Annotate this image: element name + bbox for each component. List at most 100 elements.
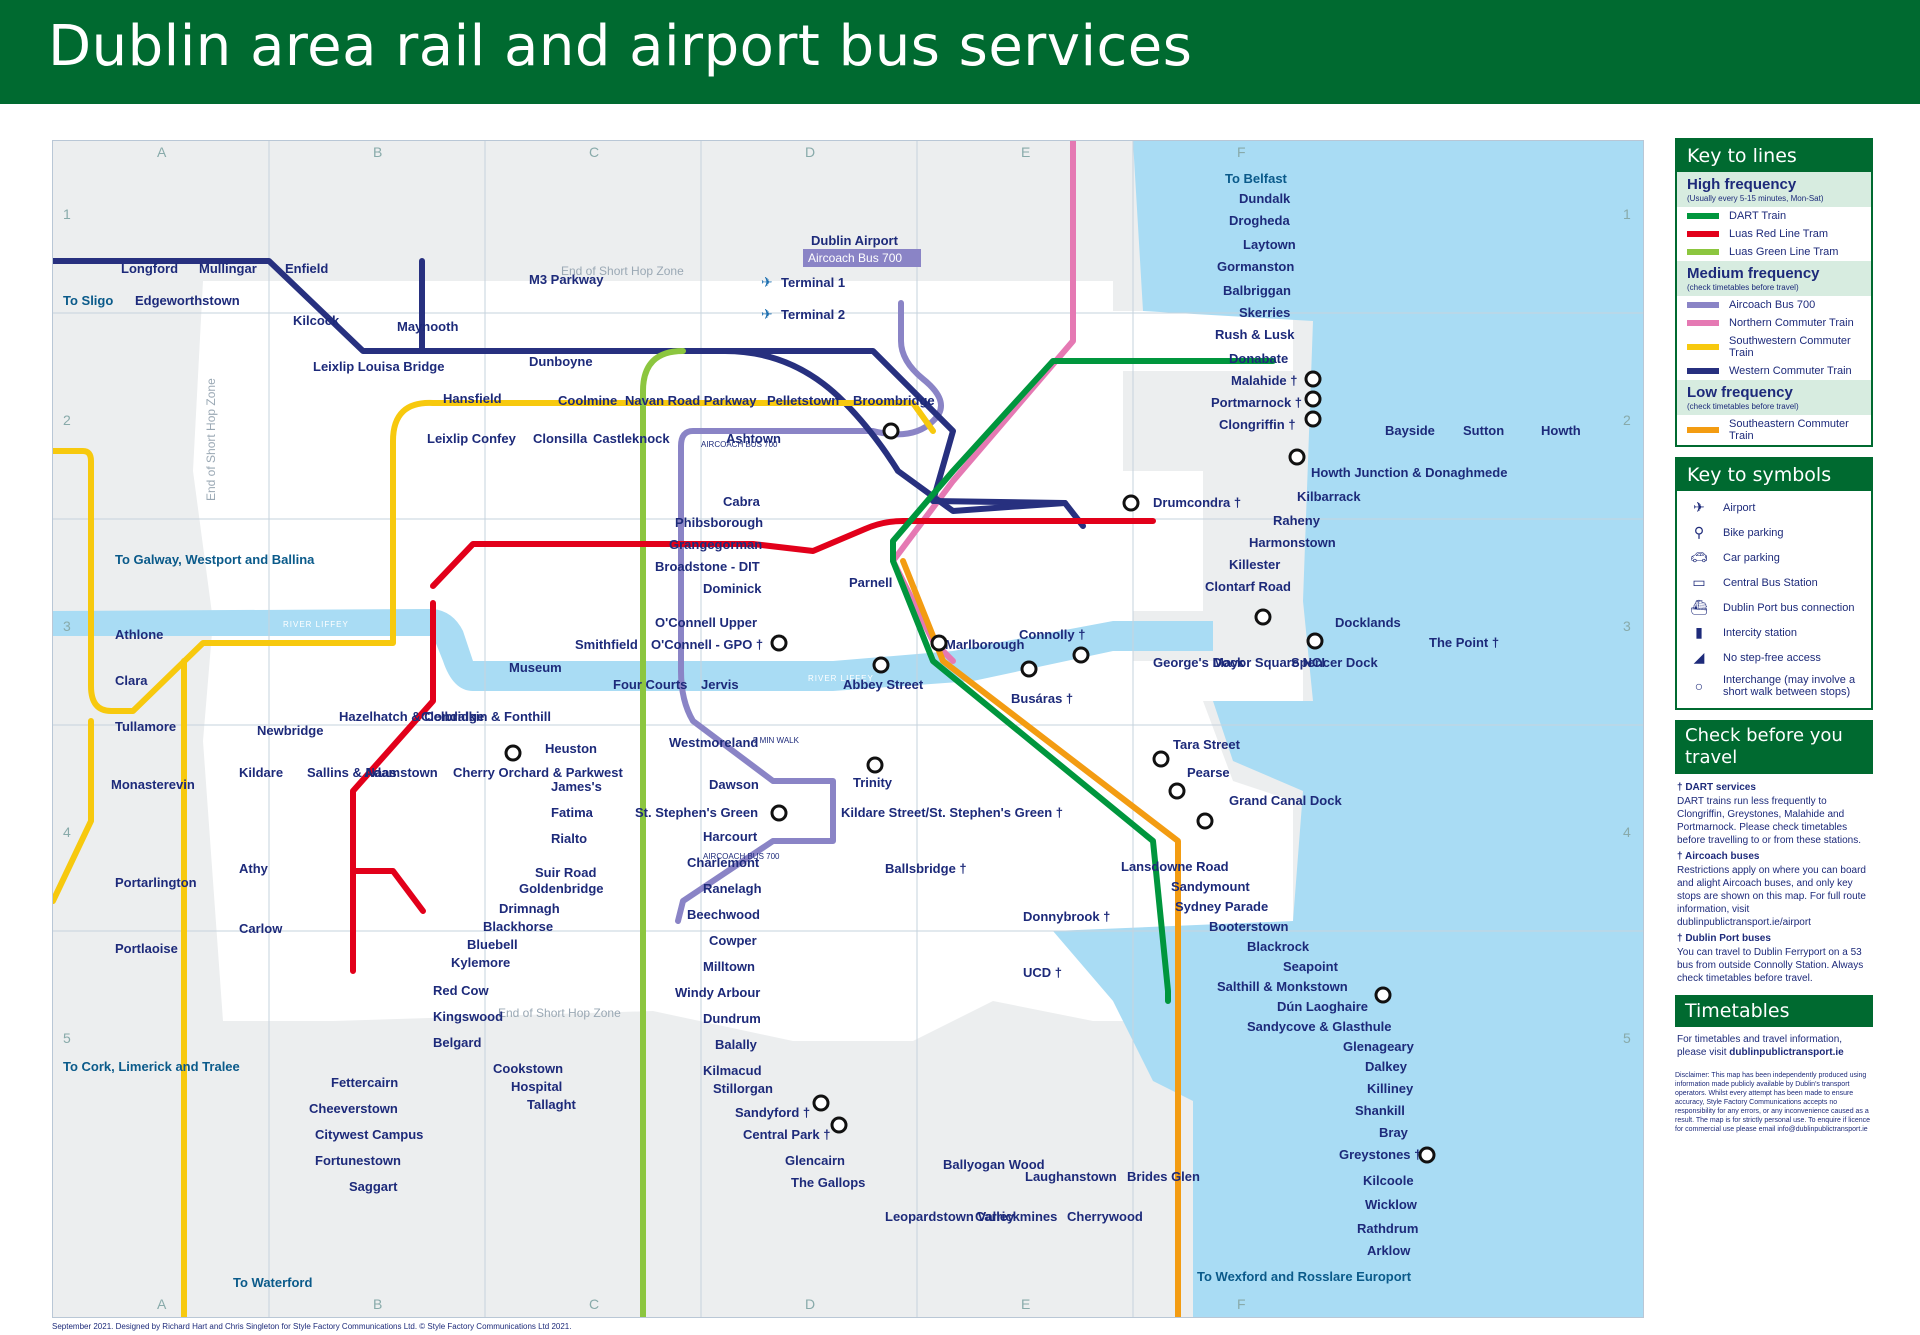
station-sydney-parade: Sydney Parade — [1175, 899, 1268, 914]
station-kildare-street: Kildare Street/St. Stephen's Green † — [841, 805, 1063, 820]
station-trinity: Trinity — [853, 775, 893, 790]
station-leixlip-louisa: Leixlip Louisa Bridge — [313, 359, 444, 374]
station-ballyogan: Ballyogan Wood — [943, 1157, 1045, 1172]
interchange-icon — [770, 634, 788, 652]
station-newbridge: Newbridge — [257, 723, 323, 738]
station-howth: Howth — [1541, 423, 1581, 438]
car-icon: 🚗︎ — [1690, 549, 1708, 565]
frequency-subheading: (check timetables before travel) — [1687, 402, 1799, 411]
station-ucd: UCD † — [1023, 965, 1062, 980]
station-cowper: Cowper — [709, 933, 757, 948]
station-portmarnock: Portmarnock † — [1211, 395, 1302, 410]
station-killester: Killester — [1229, 557, 1280, 572]
station-cherrywood: Cherrywood — [1067, 1209, 1143, 1224]
key-line-row: Luas Green Line Tram — [1677, 243, 1871, 261]
frequency-subheading: (check timetables before travel) — [1687, 283, 1799, 292]
station-kilcock: Kilcock — [293, 313, 340, 328]
interchange-markers — [504, 370, 1436, 1164]
no-step-icon: ◢ — [1693, 649, 1705, 665]
station-fortunestown: Fortunestown — [315, 1153, 401, 1168]
note-heading: † Dublin Port buses — [1677, 933, 1771, 944]
station-sandycove: Sandycove & Glasthule — [1247, 1019, 1392, 1034]
station-monasterevin: Monasterevin — [111, 777, 195, 792]
station-to-galway: To Galway, Westport and Ballina — [115, 552, 315, 567]
station-cheeverstown: Cheeverstown — [309, 1101, 398, 1116]
note-body: You can travel to Dublin Ferryport on a … — [1677, 947, 1864, 984]
airport-bus-label: Aircoach Bus 700 — [808, 251, 902, 265]
bike-icon: ⚲ — [1693, 524, 1705, 540]
key-line-label: Western Commuter Train — [1729, 365, 1852, 377]
grid-col-label: B — [373, 144, 382, 160]
station-dominick: Dominick — [703, 581, 762, 596]
line-dart — [890, 358, 1276, 1004]
station-rathdrum: Rathdrum — [1357, 1221, 1418, 1236]
station-busaras: Busáras † — [1011, 691, 1073, 706]
interchange-icon — [1374, 986, 1392, 1004]
station-sallins: Sallins & Naas — [307, 765, 397, 780]
station-dundrum: Dundrum — [703, 1011, 761, 1026]
station-castleknock: Castleknock — [593, 431, 670, 446]
station-fettercairn: Fettercairn — [331, 1075, 398, 1090]
station-brides-glen: Brides Glen — [1127, 1169, 1200, 1184]
station-carlow: Carlow — [239, 921, 283, 936]
interchange-icon — [1288, 448, 1306, 466]
station-ballsbridge: Ballsbridge † — [885, 861, 967, 876]
airport-icon: ✈ — [1693, 499, 1705, 515]
station-blackrock: Blackrock — [1247, 939, 1310, 954]
station-glencairn: Glencairn — [785, 1153, 845, 1168]
station-longford: Longford — [121, 261, 178, 276]
grid-row-label: 2 — [63, 412, 71, 428]
interchange-icon — [882, 422, 900, 440]
page-title: Dublin area rail and airport bus service… — [48, 14, 1193, 79]
station-st-stephens-green: St. Stephen's Green — [635, 805, 758, 820]
key-to-lines-title: Key to lines — [1677, 140, 1871, 172]
grid-col-label: C — [589, 1296, 599, 1312]
station-museum: Museum — [509, 660, 562, 675]
interchange-icon — [1418, 1146, 1436, 1164]
key-line-label: Southeastern Commuter Train — [1729, 418, 1849, 442]
station-balbriggan: Balbriggan — [1223, 283, 1291, 298]
line-swatch — [1687, 302, 1719, 308]
timetables-link[interactable]: dublinpublictransport.ie — [1729, 1047, 1844, 1058]
frequency-heading: Low frequency(check timetables before tr… — [1677, 380, 1871, 415]
station-grand-canal-dock: Grand Canal Dock — [1229, 793, 1342, 808]
interchange-icon — [770, 804, 788, 822]
interchange-icon — [1304, 410, 1322, 428]
key-line-row: Western Commuter Train — [1677, 362, 1871, 380]
station-goldenbridge: Goldenbridge — [519, 881, 604, 896]
station-portarlington: Portarlington — [115, 875, 197, 890]
station-edgeworthstown: Edgeworthstown — [135, 293, 240, 308]
grid-col-label: F — [1237, 1296, 1246, 1312]
note-body: Restrictions apply on where you can boar… — [1677, 865, 1866, 928]
line-swatch — [1687, 213, 1719, 219]
station-kilcoole: Kilcoole — [1363, 1173, 1414, 1188]
station-portlaoise: Portlaoise — [115, 941, 178, 956]
note-body: DART trains run less frequently to Clong… — [1677, 796, 1861, 846]
station-docklands: Docklands — [1335, 615, 1401, 630]
station-the-gallops: The Gallops — [791, 1175, 865, 1190]
station-jamess: James's — [551, 779, 602, 794]
station-sutton: Sutton — [1463, 423, 1504, 438]
check-title: Check before you travel — [1675, 720, 1873, 774]
title-banner: Dublin area rail and airport bus service… — [0, 0, 1920, 104]
station-greystones: Greystones † — [1339, 1147, 1421, 1162]
station-milltown: Milltown — [703, 959, 755, 974]
station-clonsilla: Clonsilla — [533, 431, 588, 446]
interchange-icon — [830, 1116, 848, 1134]
line-swatch — [1687, 231, 1719, 237]
station-leixlip-confey: Leixlip Confey — [427, 431, 517, 446]
airport-icon: ✈ — [761, 306, 773, 322]
interchange-icon — [1122, 494, 1140, 512]
interchange-icon — [504, 744, 522, 762]
key-to-symbols-title: Key to symbols — [1677, 459, 1871, 491]
grid-col-label: E — [1021, 144, 1030, 160]
grid-col-label: C — [589, 144, 599, 160]
station-rialto: Rialto — [551, 831, 587, 846]
station-oconnell-upper: O'Connell Upper — [655, 615, 757, 630]
station-dundalk: Dundalk — [1239, 191, 1291, 206]
station-sandymount: Sandymount — [1171, 879, 1250, 894]
station-dun-laoghaire: Dún Laoghaire — [1277, 999, 1368, 1014]
